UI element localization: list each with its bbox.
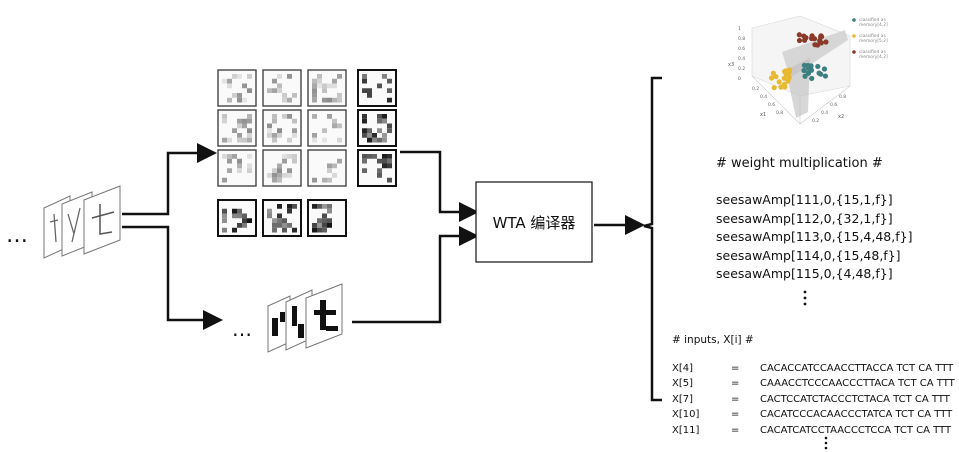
input-sequence: CACATCCCACAACCCTATCA TCT CA TTT xyxy=(760,409,952,420)
scatter-point xyxy=(783,71,788,76)
wta-compiler-label: WTA 编译器 xyxy=(493,214,576,232)
feature-tile xyxy=(218,110,256,146)
3d-scatter-plot: 10.80.60.40.20 0.20.40.60.8 0.20.40.60.8… xyxy=(728,16,888,124)
input-ellipsis-left: … xyxy=(6,223,28,248)
weight-multiplication-title: # weight multiplication # xyxy=(716,156,883,171)
arrow-grid-to-compiler xyxy=(400,152,474,212)
input-name: X[7] xyxy=(672,394,693,405)
binary-input-stack xyxy=(268,284,342,352)
feature-tile xyxy=(263,200,301,236)
axis-label-z: x3 xyxy=(728,62,734,68)
input-equals: = xyxy=(731,394,739,405)
scatter-point xyxy=(816,71,821,76)
x-tick-label: 0.6 xyxy=(768,102,775,108)
feature-tile xyxy=(308,200,346,236)
input-sequence: CACATCATCCTAACCCTCCA TCT CA TTT xyxy=(760,425,951,436)
inputs-title: # inputs, X[i] # xyxy=(672,334,754,346)
scatter-point xyxy=(797,32,802,37)
z-tick-label: 0.8 xyxy=(738,36,745,42)
scatter-point xyxy=(815,42,820,47)
feature-tile xyxy=(218,70,256,106)
input-equals: = xyxy=(731,363,739,374)
z-tick-label: 0 xyxy=(738,76,741,82)
feature-tile xyxy=(218,150,256,186)
feature-tile xyxy=(358,110,396,146)
scatter-point xyxy=(778,85,783,90)
input-name: X[4] xyxy=(672,363,693,374)
input-sequence: CACTCCATCTACCCTCTACA TCT CA TTT xyxy=(760,394,950,405)
z-tick-label: 1 xyxy=(738,26,741,32)
scatter-point xyxy=(815,64,820,69)
legend-marker xyxy=(852,50,856,54)
input-equals: = xyxy=(731,378,739,389)
legend-marker xyxy=(852,18,856,22)
arrow-binary-to-compiler xyxy=(352,236,474,322)
x-tick-label: 0.2 xyxy=(752,86,759,92)
feature-tile xyxy=(218,200,256,236)
feature-tile xyxy=(308,150,346,186)
input-name: X[11] xyxy=(672,425,699,436)
feature-tile xyxy=(263,150,301,186)
scatter-point xyxy=(823,39,828,44)
weight-code-line: seesawAmp[115,0,{4,48,f}] xyxy=(716,266,893,281)
input-name: X[5] xyxy=(672,378,693,389)
z-tick-label: 0.4 xyxy=(738,56,745,62)
feature-tile xyxy=(358,150,396,186)
legend-label: classified asmemory[4,2] xyxy=(859,17,888,28)
scatter-point xyxy=(787,75,792,80)
x-tick-label: 0.8 xyxy=(776,110,783,116)
inputs-list-more-dots xyxy=(825,437,828,450)
input-equals: = xyxy=(731,409,739,420)
y-tick-label: 0.2 xyxy=(812,118,819,124)
y-tick-label: 0.8 xyxy=(839,94,846,100)
scatter-point xyxy=(809,36,814,41)
axis-label-y: x2 xyxy=(838,114,844,120)
scatter-point xyxy=(772,85,777,90)
feature-tile xyxy=(358,70,396,106)
input-sequence: CACACCATCCAACCTTACCA TCT CA TTT xyxy=(760,363,953,374)
output-bracket xyxy=(644,78,662,400)
scatter-point xyxy=(777,79,782,84)
weight-code-line: seesawAmp[114,0,{15,48,f}] xyxy=(716,248,901,263)
scatter-point xyxy=(808,64,813,69)
legend-marker xyxy=(852,34,856,38)
x-tick-label: 0.4 xyxy=(760,94,767,100)
z-tick-label: 0.2 xyxy=(738,66,745,72)
scatter-point xyxy=(822,66,827,71)
feature-tile xyxy=(308,70,346,106)
weight-code-line: seesawAmp[112,0,{32,1,f}] xyxy=(716,211,893,226)
input-sequence: CAAACCTCCCAACCCTTACA TCT CA TTT xyxy=(760,378,955,389)
scatter-point xyxy=(797,38,802,43)
scatter-point xyxy=(809,76,814,81)
y-tick-label: 0.6 xyxy=(830,102,837,108)
scatter-point xyxy=(773,74,778,79)
z-tick-label: 0.6 xyxy=(738,46,745,52)
arrow-to-binary-stack xyxy=(122,227,218,320)
input-equals: = xyxy=(731,425,739,436)
input-name: X[10] xyxy=(672,409,699,420)
scatter-point xyxy=(769,75,774,80)
scatter-point xyxy=(823,73,828,78)
weight-code-line: seesawAmp[113,0,{15,4,48,f}] xyxy=(716,229,912,244)
feature-tile xyxy=(263,70,301,106)
scatter-point xyxy=(818,34,823,39)
weight-code-line: seesawAmp[111,0,{15,1,f}] xyxy=(716,192,893,207)
feature-tile-grid xyxy=(218,70,396,236)
feature-tile xyxy=(308,110,346,146)
binary-ellipsis: … xyxy=(232,317,252,341)
arrow-to-feature-grid xyxy=(122,153,212,214)
scatter-point xyxy=(782,76,787,81)
axis-label-x: x1 xyxy=(760,112,766,118)
y-tick-label: 0.4 xyxy=(821,110,828,116)
handwritten-input-stack xyxy=(44,186,120,258)
scatter-point xyxy=(802,38,807,43)
feature-tile xyxy=(263,110,301,146)
scatter-point xyxy=(806,71,811,76)
weight-list-more-dots xyxy=(804,291,807,306)
